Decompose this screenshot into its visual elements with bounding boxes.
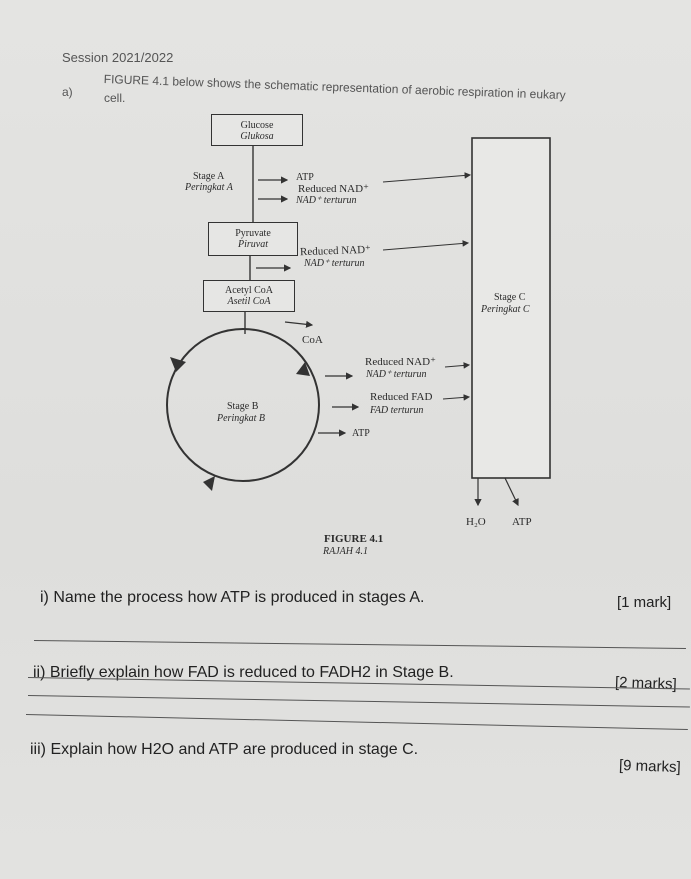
question-i-marks: [1 mark]: [617, 594, 672, 611]
atp-label-c: ATP: [512, 516, 532, 528]
h2o-label: H₂O: [466, 516, 486, 528]
nad-reduced-malay-label-link: NAD⁺ terturun: [304, 258, 365, 269]
glucose-malay-label: Glukosa: [240, 131, 274, 142]
stage-c-label: Stage C: [494, 292, 526, 303]
question-ii: ii) Briefly explain how FAD is reduced t…: [33, 664, 454, 681]
cycle-arrowhead-2: [203, 476, 215, 491]
figure-caption: FIGURE 4.1: [324, 533, 384, 545]
acetyl-coa-label: Acetyl CoA: [224, 285, 274, 296]
atp-label-a: ATP: [296, 172, 314, 183]
nad-reduced-malay-label-a: NAD⁺ terturun: [296, 195, 357, 206]
question-ii-marks: [2 marks]: [614, 673, 677, 694]
fad-to-stage-c-b: [442, 394, 471, 401]
reduced-fad-label: Reduced FAD: [370, 391, 433, 403]
nad-to-stage-c-a: [382, 172, 472, 183]
stage-b-malay-label: Peringkat B: [217, 413, 266, 424]
figure-caption-malay: RAJAH 4.1: [323, 546, 368, 557]
reduced-nad-label-b: Reduced NAD⁺: [365, 356, 436, 368]
stage-c-malay-label: Peringkat C: [481, 304, 530, 315]
glucose-label: Glucose: [240, 120, 274, 131]
question-iii-marks: [9 marks]: [618, 756, 681, 777]
atp-label-b: ATP: [352, 428, 370, 439]
cycle-arrowhead-3: [170, 357, 186, 372]
nad-to-stage-c-link: [382, 240, 470, 251]
stage-c-box: [471, 137, 551, 479]
session-label: Session 2021/2022: [62, 50, 174, 65]
atp-arrow-c: [504, 477, 519, 507]
nad-reduced-malay-label-b: NAD⁺ terturun: [366, 369, 427, 380]
nad-to-stage-c-b: [444, 362, 471, 369]
pyruvate-malay-label: Piruvat: [238, 239, 268, 250]
coa-arrow: [284, 320, 314, 328]
pyruvate-box: Pyruvate Piruvat: [208, 222, 298, 256]
coa-label: CoA: [302, 334, 323, 346]
glucose-box: Glucose Glukosa: [211, 114, 303, 146]
reduced-nad-label-link: Reduced NAD⁺: [299, 243, 372, 259]
question-letter: a): [62, 85, 73, 99]
intro-text-cont: cell.: [104, 91, 126, 105]
acetyl-coa-malay-label: Asetil CoA: [227, 296, 271, 307]
fad-reduced-malay-label: FAD terturun: [370, 405, 424, 416]
pyruvate-label: Pyruvate: [235, 228, 271, 239]
question-iii: iii) Explain how H2O and ATP are produce…: [30, 741, 419, 758]
krebs-cycle: [166, 328, 320, 482]
stage-a-label: Stage A: [193, 171, 225, 182]
question-i: i) Name the process how ATP is produced …: [40, 589, 425, 606]
cycle-arrowhead-1: [296, 362, 310, 376]
reduced-nad-label-a: Reduced NAD⁺: [298, 183, 369, 195]
stage-b-label: Stage B: [227, 401, 259, 412]
stage-a-malay-label: Peringkat A: [185, 182, 233, 193]
acetyl-coa-box: Acetyl CoA Asetil CoA: [203, 280, 295, 312]
